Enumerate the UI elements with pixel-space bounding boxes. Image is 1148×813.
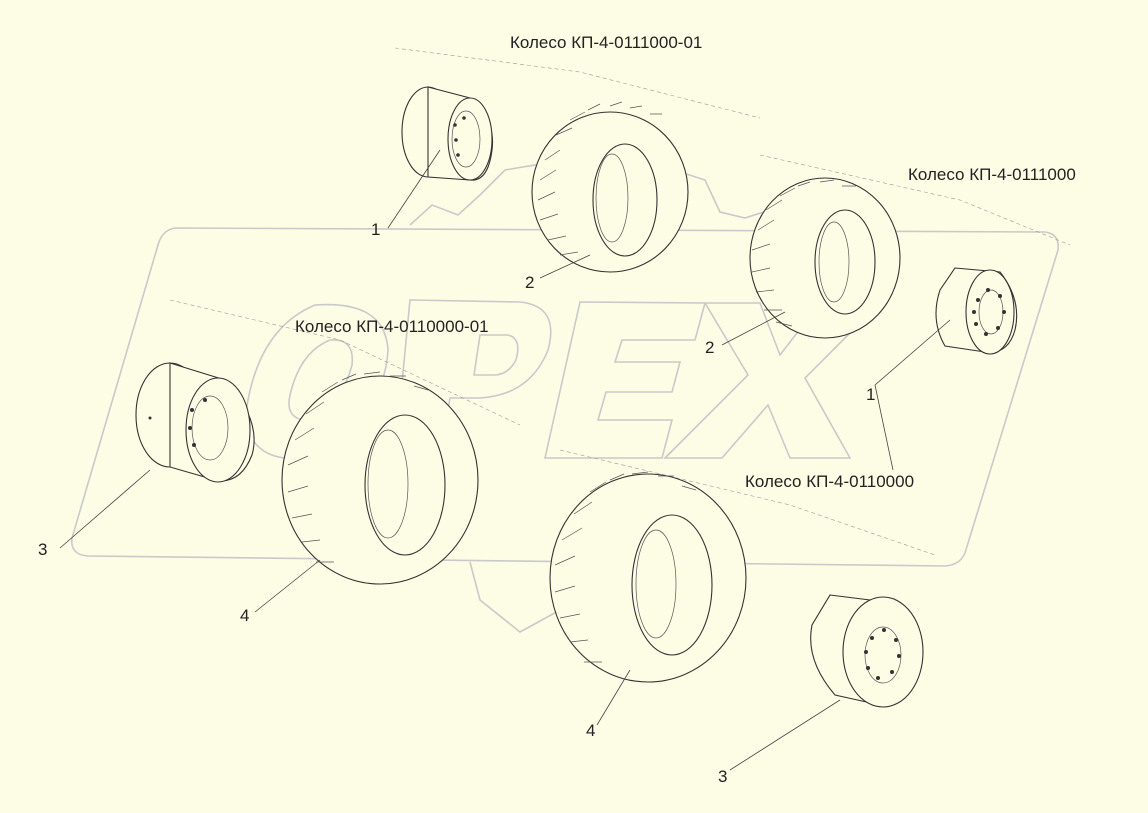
assembly-label-kp-4-0111000: Колесо КП-4-0111000: [908, 165, 1076, 184]
assembly-guide-lines: [169, 47, 1071, 556]
rim-part-3-bottom: [810, 594, 924, 708]
assembly-label-kp-4-0110000-01: Колесо КП-4-0110000-01: [295, 317, 489, 336]
callout-rim-1-top: 1: [371, 220, 380, 239]
assembly-label-kp-4-0111000-01: Колесо КП-4-0111000-01: [510, 33, 702, 52]
callout-tire-4-bottom: 4: [586, 721, 595, 740]
tire-part-2-top: [531, 101, 689, 273]
rim-part-1-top: [401, 86, 494, 181]
callout-tire-2-top: 2: [525, 273, 534, 292]
rim-part-1-right: [935, 267, 1018, 355]
tire-part-4-left: [281, 371, 479, 585]
leader-lines: [59, 149, 951, 771]
callout-rim-1-right: 1: [866, 385, 875, 404]
callout-tire-4-left: 4: [240, 606, 249, 625]
rim-part-3-left: [135, 362, 255, 483]
tire-part-2-right: [749, 177, 901, 339]
tire-part-4-bottom: [549, 471, 747, 683]
callout-tire-2-right: 2: [705, 338, 714, 357]
callout-rim-3-bottom: 3: [718, 767, 727, 786]
assembly-label-kp-4-0110000: Колесо КП-4-0110000: [745, 472, 914, 491]
callout-rim-3-left: 3: [38, 540, 47, 559]
